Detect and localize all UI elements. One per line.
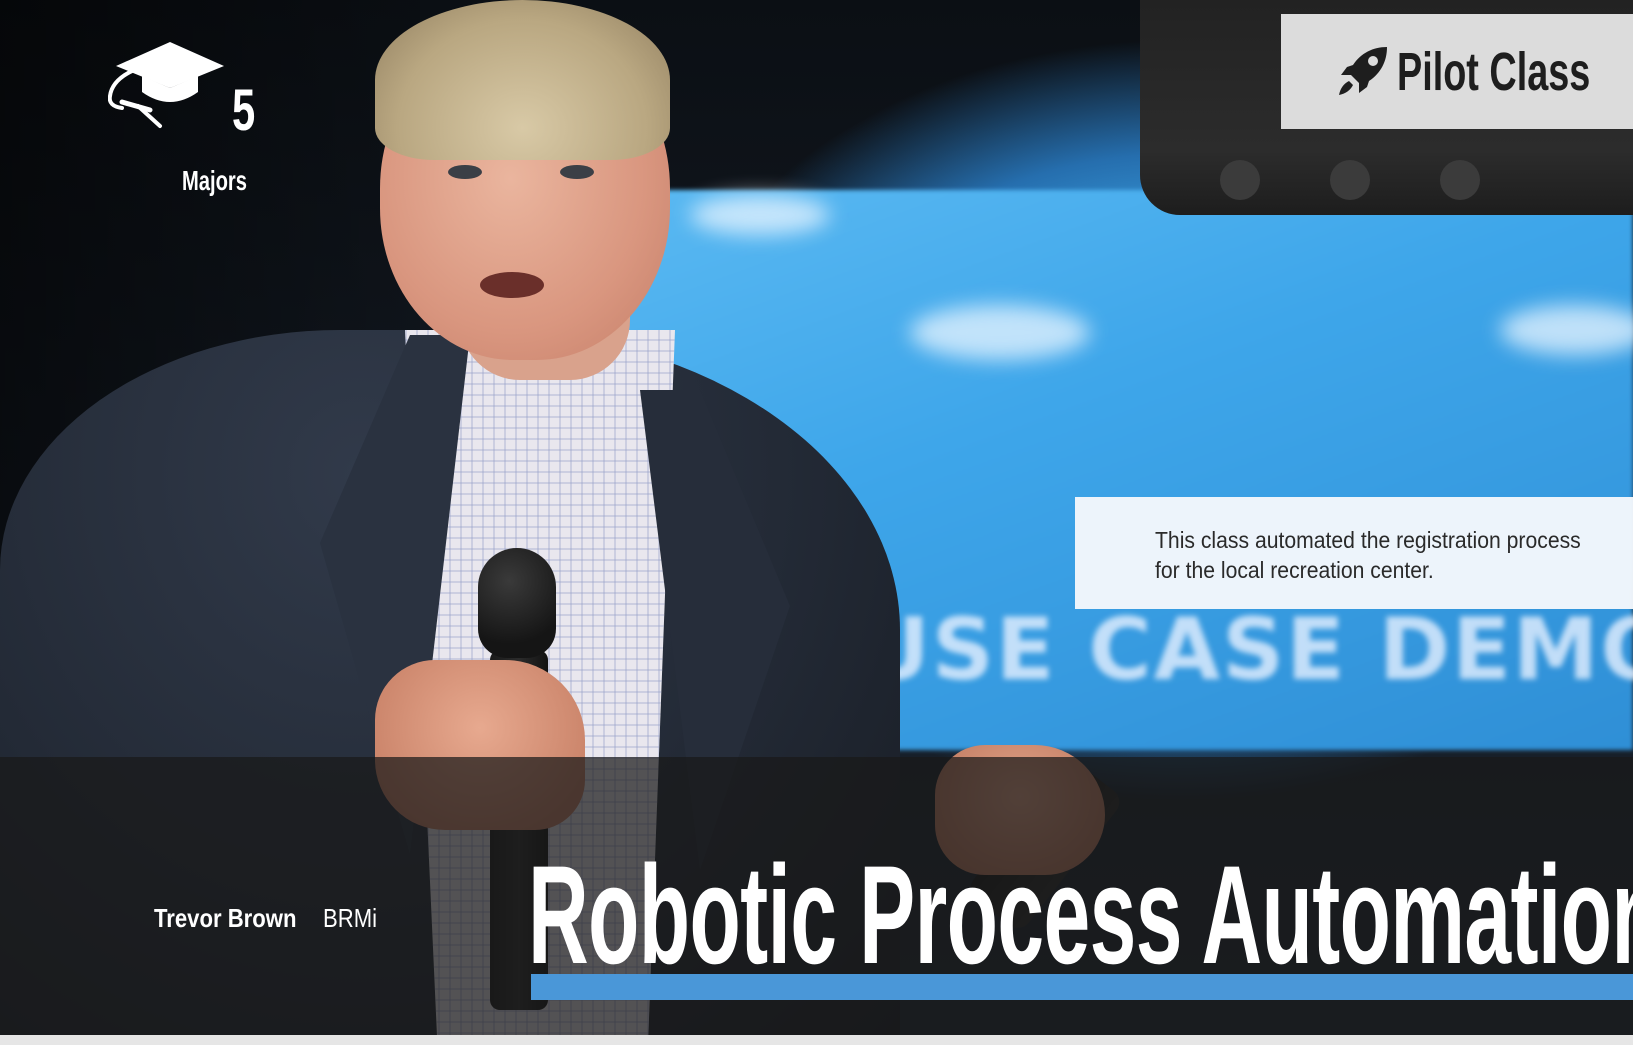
graduation-cap-icon	[108, 42, 224, 128]
screen-text: USE CASE DEMO	[860, 600, 1633, 700]
rig-light	[1330, 160, 1370, 200]
rocket-icon	[1339, 47, 1387, 95]
title-accent-bar	[531, 974, 1633, 1000]
pilot-class-badge: Pilot Class	[1281, 14, 1633, 129]
presenter-name: Trevor Brown	[154, 903, 297, 933]
pilot-class-label: Pilot Class	[1397, 42, 1591, 102]
speaker-hair	[375, 0, 670, 160]
rig-light	[1220, 160, 1260, 200]
majors-label: Majors	[182, 165, 247, 196]
microphone-icon	[478, 548, 556, 658]
majors-stat: 5 Majors	[108, 40, 268, 196]
majors-count: 5	[232, 78, 256, 143]
description-callout: This class automated the registration pr…	[1075, 497, 1633, 609]
rig-light	[1440, 160, 1480, 200]
presenter-organization: BRMi	[322, 903, 377, 933]
speaker-eye	[560, 165, 594, 179]
presenter-credit: Trevor Brown BRMi	[154, 903, 386, 934]
screen-highlight	[690, 195, 830, 235]
screen-highlight	[1500, 305, 1633, 355]
speaker-mouth	[480, 272, 544, 298]
screen-highlight	[910, 305, 1090, 360]
speaker-eye	[448, 165, 482, 179]
bottom-edge-strip	[0, 1035, 1633, 1045]
description-text: This class automated the registration pr…	[1155, 527, 1581, 583]
page-title: Robotic Process Automation	[528, 836, 1633, 993]
